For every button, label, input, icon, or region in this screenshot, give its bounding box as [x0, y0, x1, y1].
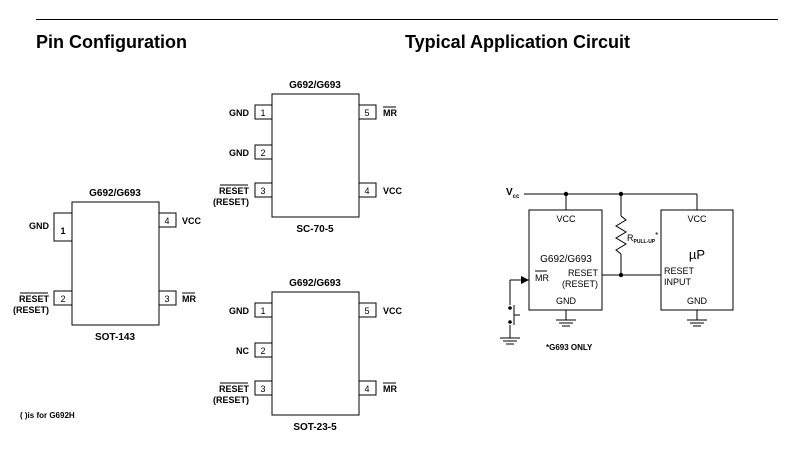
- ic-mr-label: MR: [535, 273, 549, 283]
- sc70-pin4-box: [358, 182, 377, 198]
- sc70-pin2-box: [254, 144, 273, 160]
- sot143-pin1-box: [53, 212, 73, 242]
- sot143-pin2-name: RESET: [19, 294, 50, 304]
- sc70-pin1-num: 1: [260, 108, 265, 118]
- sot143-pin1-num: 1: [60, 226, 65, 236]
- sc70-body: [271, 93, 360, 218]
- sot23-body: [271, 291, 360, 416]
- sot143-pin4-box: [158, 212, 177, 228]
- sot23-pin3-box: [254, 380, 273, 396]
- ic-vcc-label: VCC: [556, 214, 576, 224]
- sot23-pin4-box: [358, 380, 377, 396]
- sot23-pin5-num: 5: [364, 306, 369, 316]
- ic-gnd-label: GND: [556, 296, 577, 306]
- sot23-pin4-num: 4: [364, 384, 369, 394]
- sc70-pin2-num: 2: [260, 148, 265, 158]
- sot143-pin4-num: 4: [164, 216, 169, 226]
- up-gnd-label: GND: [687, 296, 708, 306]
- sot23-pin1-box: [254, 302, 273, 318]
- footnote: ( )is for G692H: [20, 411, 75, 420]
- sot23-pin2-num: 2: [260, 346, 265, 356]
- sc70-pin5-num: 5: [364, 108, 369, 118]
- sot23-pin2-name: NC: [236, 346, 249, 356]
- mr-arrow-icon: [521, 276, 529, 284]
- sc70-pin5-name: MR: [383, 108, 397, 118]
- ic-name-label: G692/G693: [540, 254, 592, 265]
- sot143-pin2-alt: (RESET): [13, 305, 49, 315]
- pull-up-label: RPULL-UP*: [627, 231, 658, 245]
- ic-reset-alt-label: (RESET): [562, 279, 598, 289]
- sc70-pin4-num: 4: [364, 186, 369, 196]
- sot143-pin3-num: 3: [164, 294, 169, 304]
- sot23-pin1-name: GND: [229, 306, 250, 316]
- up-vcc-label: VCC: [687, 214, 707, 224]
- top-rule: [36, 19, 778, 20]
- sc70-pin3-name: RESET: [219, 186, 250, 196]
- sot143-pin1-name: GND: [29, 221, 50, 231]
- sc70-pin3-box: [254, 182, 273, 198]
- sc70-part-label: G692/G693: [289, 80, 341, 91]
- sc70-pin4-name: VCC: [383, 186, 403, 196]
- sot23-pin3-num: 3: [260, 384, 265, 394]
- sot23-part-label: G692/G693: [289, 278, 341, 289]
- sot143-pin3-box: [158, 290, 177, 306]
- sc70-pin3-alt: (RESET): [213, 197, 249, 207]
- sot143-pin2-box: [53, 290, 73, 306]
- sot23-pin2-box: [254, 342, 273, 358]
- sot23-pin5-name: VCC: [383, 306, 403, 316]
- sot143-pin4-name: VCC: [182, 216, 202, 226]
- g693-only-note: *G693 ONLY: [546, 343, 593, 352]
- sot143-pin3-name: MR: [182, 294, 196, 304]
- ic-reset-label: RESET: [568, 268, 599, 278]
- sc70-pin3-num: 3: [260, 186, 265, 196]
- sot23-pin3-alt: (RESET): [213, 395, 249, 405]
- sc70-pin2-name: GND: [229, 148, 250, 158]
- typical-application-heading: Typical Application Circuit: [405, 32, 631, 52]
- sc70-pin1-name: GND: [229, 108, 250, 118]
- pull-up-resistor: [615, 215, 627, 255]
- up-reset-label: RESET: [664, 266, 695, 276]
- up-name-label: µP: [689, 247, 705, 262]
- sot143-body: [71, 201, 160, 326]
- sot143-part-label: G692/G693: [89, 188, 141, 199]
- sot143-package-label: SOT-143: [95, 332, 135, 343]
- sot143-pin2-num: 2: [60, 294, 65, 304]
- sot23-pin3-name: RESET: [219, 384, 250, 394]
- sot23-pin1-num: 1: [260, 306, 265, 316]
- up-input-label: INPUT: [664, 277, 692, 287]
- sot23-package-label: SOT-23-5: [293, 422, 337, 433]
- sot23-pin4-name: MR: [383, 384, 397, 394]
- sc70-pin5-box: [358, 104, 377, 120]
- sc70-pin1-box: [254, 104, 273, 120]
- sot23-pin5-box: [358, 302, 377, 318]
- pin-configuration-heading: Pin Configuration: [36, 32, 187, 52]
- sc70-package-label: SC-70-5: [296, 224, 334, 235]
- vcc-label: Vcc: [506, 187, 520, 200]
